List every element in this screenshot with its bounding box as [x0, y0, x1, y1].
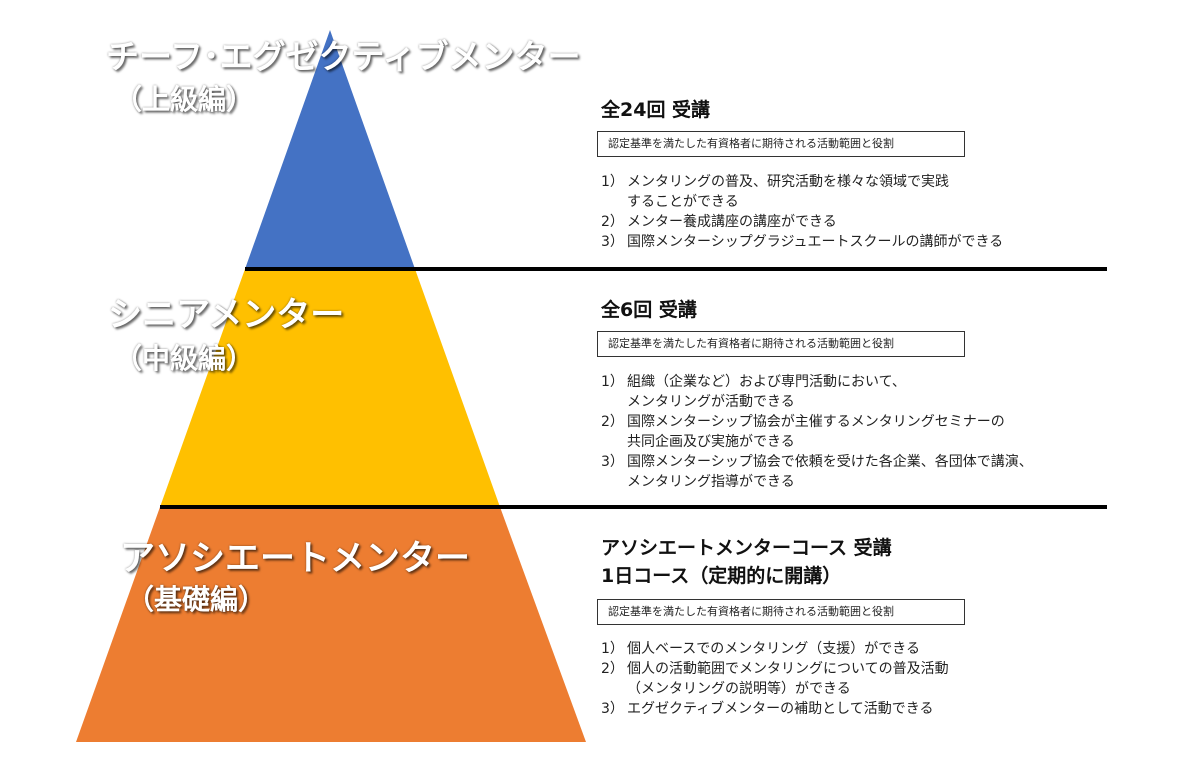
role-item: 2） メンター養成講座の講座ができる [601, 212, 1003, 232]
role-number: 2） [601, 661, 624, 677]
role-number: 2） [601, 214, 624, 230]
course-line: 全6回 受講 [601, 299, 697, 321]
divider-chief-senior [245, 267, 1107, 271]
role-list-chief: 1） メンタリングの普及、研究活動を様々な領域で実践 することができる 2） メ… [601, 172, 1003, 252]
course-line: 1日コース（定期的に開講） [601, 565, 842, 587]
role-item: 2） 個人の活動範囲でメンタリングについての普及活動 （メンタリングの説明等）が… [601, 659, 949, 699]
pyramid-tier-chief [245, 30, 415, 269]
level-subtitle-associate: （基礎編） [126, 583, 267, 616]
divider-senior-associate [160, 505, 1107, 509]
role-item: 1） 組織（企業など）および専門活動において、 メンタリングが活動できる [601, 372, 1033, 412]
role-text: （メンタリングの説明等）ができる [627, 681, 851, 697]
role-item: 1） 個人ベースでのメンタリング（支援）ができる [601, 639, 949, 659]
level-title-associate: アソシエートメンター [120, 539, 471, 579]
criteria-box-chief: 認定基準を満たした有資格者に期待される活動範囲と役割 [597, 131, 965, 157]
role-text: 国際メンターシップ協会が主催するメンタリングセミナーの [627, 414, 1005, 430]
level-subtitle-senior: （中級編） [114, 342, 255, 375]
course-title-associate: アソシエートメンターコース 受講 1日コース（定期的に開講） [601, 534, 892, 590]
role-text: 組織（企業など）および専門活動において、 [627, 374, 906, 390]
role-text: 共同企画及び実施ができる [627, 434, 795, 450]
role-item: 3） エグゼクティブメンターの補助として活動できる [601, 699, 949, 719]
pyramid-tier-associate [76, 507, 586, 742]
criteria-box-senior: 認定基準を満たした有資格者に期待される活動範囲と役割 [597, 331, 965, 357]
role-text: メンタリングの普及、研究活動を様々な領域で実践 [627, 174, 949, 190]
level-title-senior: シニアメンター [108, 295, 345, 335]
role-number: 1） [601, 174, 624, 190]
role-text: メンタリングが活動できる [627, 394, 795, 410]
role-text: 国際メンターシップグラジュエートスクールの講師ができる [627, 234, 1004, 250]
role-item: 2） 国際メンターシップ協会が主催するメンタリングセミナーの 共同企画及び実施が… [601, 412, 1033, 452]
course-line: アソシエートメンターコース 受講 [601, 537, 892, 559]
role-list-senior: 1） 組織（企業など）および専門活動において、 メンタリングが活動できる 2） … [601, 372, 1033, 492]
role-text: 個人の活動範囲でメンタリングについての普及活動 [627, 661, 949, 677]
course-line: 全24回 受講 [601, 99, 711, 121]
criteria-box-associate: 認定基準を満たした有資格者に期待される活動範囲と役割 [597, 599, 965, 625]
role-text: 国際メンターシップ協会で依頼を受けた各企業、各団体で講演、 [627, 454, 1033, 470]
role-text: メンタリング指導ができる [627, 474, 795, 490]
role-item: 3） 国際メンターシップグラジュエートスクールの講師ができる [601, 232, 1003, 252]
pyramid-tier-senior [160, 269, 500, 507]
role-text: することができる [627, 194, 739, 210]
course-title-chief: 全24回 受講 [601, 96, 710, 124]
role-text: 個人ベースでのメンタリング（支援）ができる [627, 641, 921, 657]
role-number: 2） [601, 414, 624, 430]
role-number: 3） [601, 454, 624, 470]
level-title-chief: チーフ･エグゼクティブメンター [106, 37, 581, 76]
role-text: メンター養成講座の講座ができる [627, 214, 837, 230]
role-number: 3） [601, 234, 624, 250]
role-list-associate: 1） 個人ベースでのメンタリング（支援）ができる 2） 個人の活動範囲でメンタリ… [601, 639, 949, 719]
role-number: 1） [601, 374, 624, 390]
level-subtitle-chief: （上級編） [114, 83, 255, 116]
role-item: 3） 国際メンターシップ協会で依頼を受けた各企業、各団体で講演、 メンタリング指… [601, 452, 1033, 492]
role-number: 1） [601, 641, 624, 657]
role-text: エグゼクティブメンターの補助として活動できる [627, 701, 934, 717]
course-title-senior: 全6回 受講 [601, 296, 697, 324]
role-number: 3） [601, 701, 624, 717]
role-item: 1） メンタリングの普及、研究活動を様々な領域で実践 することができる [601, 172, 1003, 212]
